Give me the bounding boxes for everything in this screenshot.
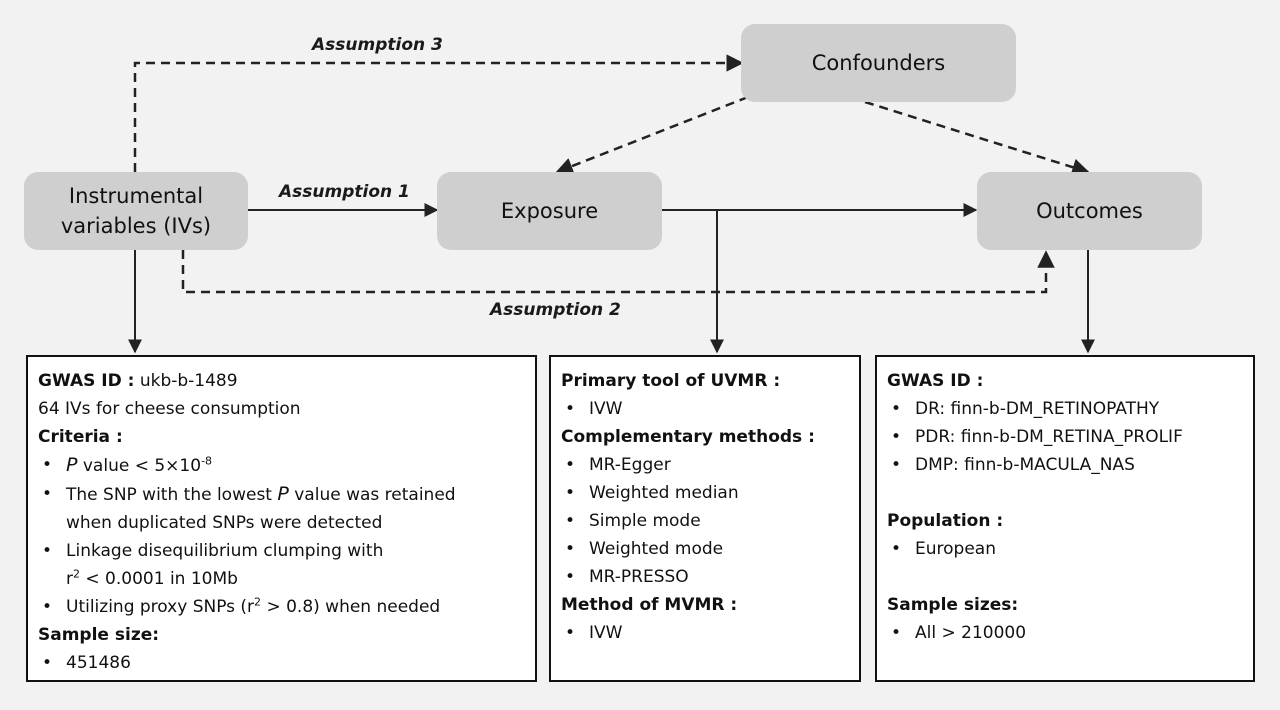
confounders-exposure-arrow xyxy=(555,95,749,175)
criterion-lowest-p: The SNP with the lowest P value was reta… xyxy=(38,480,525,509)
primary-tool-label: Primary tool of UVMR : xyxy=(561,371,781,391)
outcomes-label: Outcomes xyxy=(1036,199,1143,223)
sample-size-value: 451486 xyxy=(38,649,525,677)
assumption-1-label: Assumption 1 xyxy=(279,182,410,202)
sample-sizes-label: Sample sizes: xyxy=(887,595,1019,615)
exposure-node: Exposure xyxy=(437,172,662,250)
criterion-p-value: P value < 5×10-8 xyxy=(38,451,525,480)
complementary-method-item: MR-PRESSO xyxy=(561,563,849,591)
spacer xyxy=(887,563,1243,591)
complementary-method-item: Weighted mode xyxy=(561,535,849,563)
sample-sizes-item: All > 210000 xyxy=(887,619,1243,647)
criterion-ld-clumping-continued: r2 < 0.0001 in 10Mb xyxy=(66,567,238,589)
confounders-outcomes-arrow xyxy=(864,100,1090,176)
complementary-method-item: MR-Egger xyxy=(561,451,849,479)
assumption-2-label: Assumption 2 xyxy=(490,300,621,320)
assumption-3-arrow xyxy=(133,54,744,172)
mvmr-method-label: Method of MVMR : xyxy=(561,595,738,615)
population-label: Population : xyxy=(887,511,1004,531)
outcome-gwas-item: PDR: finn-b-DM_RETINA_PROLIF xyxy=(887,423,1243,451)
complementary-method-item: Weighted median xyxy=(561,479,849,507)
instrumental-variables-node: Instrumental variables (IVs) xyxy=(24,172,248,250)
outcome-gwas-label: GWAS ID : xyxy=(887,371,984,391)
confounders-label: Confounders xyxy=(811,51,946,75)
gwas-id-label: GWAS ID : xyxy=(38,371,135,391)
complementary-method-item: Simple mode xyxy=(561,507,849,535)
criterion-lowest-p-continued: when duplicated SNPs were detected xyxy=(66,513,383,533)
gwas-id-value: ukb-b-1489 xyxy=(139,371,238,391)
iv-details-panel: GWAS ID : ukb-b-1489 64 IVs for cheese c… xyxy=(26,355,537,682)
outcomes-panel: GWAS ID : DR: finn-b-DM_RETINOPATHY PDR:… xyxy=(875,355,1255,682)
assumption-3-label: Assumption 3 xyxy=(312,35,443,55)
outcome-gwas-item: DMP: finn-b-MACULA_NAS xyxy=(887,451,1243,479)
mvmr-method-item: IVW xyxy=(561,619,849,647)
iv-label-line1: Instrumental xyxy=(68,184,204,208)
gwas-id-row: GWAS ID : ukb-b-1489 xyxy=(38,367,525,395)
exposure-label: Exposure xyxy=(500,199,599,223)
confounders-node: Confounders xyxy=(741,24,1016,102)
assumption-2-arrow xyxy=(181,250,1055,294)
iv-label-line2: variables (IVs) xyxy=(60,214,212,238)
outcomes-node: Outcomes xyxy=(977,172,1202,250)
primary-tool-item: IVW xyxy=(561,395,849,423)
outcome-gwas-item: DR: finn-b-DM_RETINOPATHY xyxy=(887,395,1243,423)
sample-size-label: Sample size: xyxy=(38,625,160,645)
criterion-ld-clumping: Linkage disequilibrium clumping with xyxy=(38,537,525,565)
population-item: European xyxy=(887,535,1243,563)
ivs-count-text: 64 IVs for cheese consumption xyxy=(38,399,301,419)
criteria-label: Criteria : xyxy=(38,427,123,447)
criterion-proxy-snps: Utilizing proxy SNPs (r2 > 0.8) when nee… xyxy=(38,593,525,621)
spacer xyxy=(887,479,1243,507)
methods-panel: Primary tool of UVMR : IVW Complementary… xyxy=(549,355,861,682)
complementary-methods-label: Complementary methods : xyxy=(561,427,815,447)
